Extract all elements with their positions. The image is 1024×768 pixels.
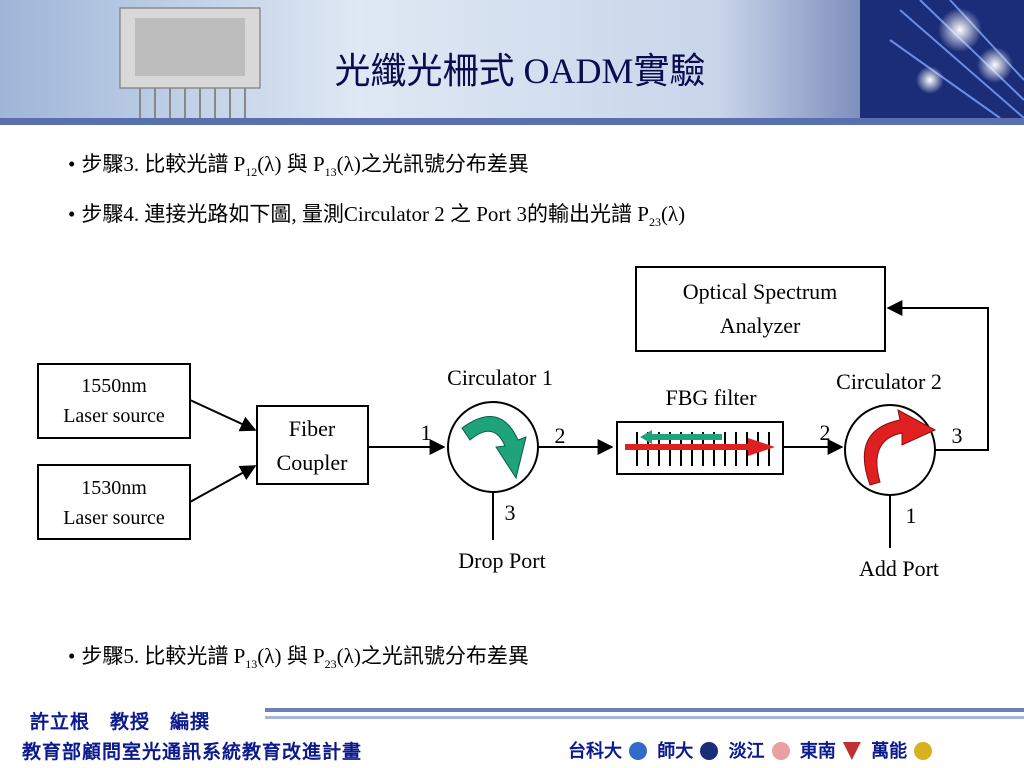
- ntnu-logo-icon: [700, 742, 719, 760]
- fiber-bundle-icon: [860, 0, 1024, 119]
- univ-ntust: 台科大: [568, 741, 622, 762]
- tku-logo-icon: [771, 742, 790, 760]
- banner-graphic: [0, 0, 1024, 125]
- circ2-port1-label: 1: [906, 503, 917, 528]
- svg-text:Analyzer: Analyzer: [720, 313, 801, 338]
- oadm-setup-diagram: 1550nm Laser source 1530nm Laser source …: [37, 266, 989, 581]
- laser-1530-box: 1530nm Laser source: [37, 464, 191, 540]
- footer-program: 教育部顧問室光通訊系統教育改進計畫: [22, 741, 363, 763]
- circulator-1: [447, 401, 539, 493]
- bullet-step3: •步驟3. 比較光譜 P12(λ) 與 P13(λ)之光訊號分布差異: [68, 152, 529, 180]
- drop-port-label: Drop Port: [458, 548, 545, 573]
- fbg-transmit-arrow-icon: [625, 438, 775, 456]
- circ1-port1-label: 1: [421, 420, 432, 445]
- univ-tku: 淡江: [728, 741, 765, 762]
- svg-text:Laser source: Laser source: [63, 405, 165, 427]
- circulator-2: [844, 404, 937, 496]
- circulator-1-arrow-icon: [461, 416, 527, 480]
- footer-author: 許立根 教授 編撰: [30, 711, 211, 733]
- laser1-to-coupler-line: [189, 399, 257, 432]
- footer-rules: [265, 708, 1024, 719]
- bullet-step5: •步驟5. 比較光譜 P13(λ) 與 P23(λ)之光訊號分布差異: [68, 644, 529, 672]
- svg-text:Laser source: Laser source: [63, 507, 165, 529]
- optical-spectrum-analyzer-box: Optical Spectrum Analyzer: [635, 266, 886, 352]
- circ1-port3-label: 3: [505, 500, 516, 525]
- svg-text:1550nm: 1550nm: [81, 375, 147, 397]
- laser2-to-coupler-line: [189, 465, 257, 503]
- univ-tnu: 東南: [799, 741, 836, 762]
- univ-ntnu: 師大: [657, 741, 694, 762]
- optical-module-icon: [119, 7, 261, 118]
- circ2-port2-label: 2: [820, 420, 831, 445]
- circulator-2-arrow-icon: [863, 409, 937, 486]
- svg-text:Coupler: Coupler: [277, 450, 349, 475]
- fbg-reflect-arrow-icon: [640, 430, 722, 444]
- vnu-logo-icon: [914, 742, 933, 760]
- laser-1550-box: 1550nm Laser source: [37, 363, 191, 439]
- circ1-port2-label: 2: [555, 423, 566, 448]
- header-banner: [0, 0, 1024, 125]
- fbg-filter-label: FBG filter: [665, 385, 757, 410]
- univ-vnu: 萬能: [871, 741, 908, 762]
- footer-universities: 台科大 師大 淡江 東南 萬能: [568, 737, 936, 763]
- fbg-filter: [616, 421, 784, 475]
- circ2-to-osa-line: [886, 300, 989, 451]
- svg-text:Fiber: Fiber: [289, 416, 336, 441]
- add-port-label: Add Port: [859, 556, 939, 581]
- circ2-port3-label: 3: [952, 423, 963, 448]
- bullet-step4: •步驟4. 連接光路如下圖, 量測Circulator 2 之 Port 3的輸…: [68, 202, 686, 230]
- circulator-2-label: Circulator 2: [836, 369, 942, 394]
- svg-text:1530nm: 1530nm: [81, 477, 147, 499]
- circulator-1-label: Circulator 1: [447, 365, 553, 390]
- svg-text:Optical Spectrum: Optical Spectrum: [683, 279, 838, 304]
- fiber-coupler-box: Fiber Coupler: [256, 405, 369, 485]
- page-title: 光纖光柵式 OADM實驗: [334, 51, 706, 91]
- ntust-logo-icon: [629, 742, 647, 760]
- tnu-logo-icon: [842, 742, 861, 760]
